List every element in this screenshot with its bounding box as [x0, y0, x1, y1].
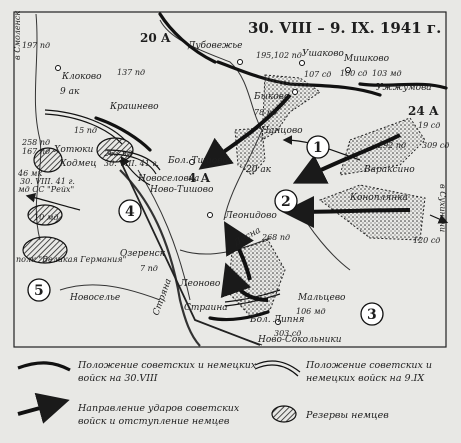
place-or-unit-label: Мальцево	[297, 293, 346, 303]
place-or-unit-label: Новоселье	[69, 293, 120, 303]
place-or-unit-label: полк "Великая Германия"	[16, 255, 126, 264]
legend-front-9-ix-l2: немецких войск на 9.IX	[306, 373, 425, 384]
legend: Положение советских и немецких войск на …	[17, 360, 432, 427]
place-or-unit-label: 120 сд	[413, 236, 440, 245]
place-or-unit-label: 258 пд	[21, 138, 50, 147]
place-or-unit-label: 4 А	[188, 171, 211, 185]
place-or-unit-label: 10 мд	[34, 213, 58, 222]
place-or-unit-label: Клоково	[61, 72, 102, 82]
operation-number: 5	[34, 283, 44, 299]
place-or-unit-label: Крашнево	[109, 102, 159, 112]
place-or-unit-label: 303 сд	[274, 329, 301, 338]
place-or-unit-label: мд СС "Рейх"	[18, 185, 74, 194]
place-or-unit-label: 24 А	[408, 104, 439, 118]
legend-symbol-front-30-viii	[17, 361, 71, 372]
place-or-unit-label: 46 мк	[17, 169, 42, 178]
place-or-unit-label: Чанцово	[262, 126, 303, 136]
place-or-unit-label: 263 пд	[103, 149, 132, 158]
place-or-unit-label: 30. VIII. 41 г.	[104, 159, 159, 168]
railway	[119, 159, 263, 346]
place-or-unit-label: Страина	[184, 303, 228, 313]
place-or-unit-label: Ходмец	[59, 159, 97, 169]
place-or-unit-label: Коноплянка	[349, 193, 408, 203]
operation-number: 3	[367, 307, 377, 323]
place-or-unit-label: 19 сд	[418, 121, 440, 130]
place-or-unit-label: 78 пд	[254, 108, 277, 117]
operation-number: 1	[313, 140, 323, 156]
map-title: 30. VIII – 9. IX. 1941 г.	[248, 19, 441, 37]
place-or-unit-label: в Сухиничи	[438, 184, 447, 232]
legend-front-9-ix-l1: Положение советских и	[305, 360, 432, 371]
legend-symbol-attack	[17, 392, 70, 424]
place-or-unit-label: 167 пд	[22, 147, 50, 156]
place-or-unit-label: 100 сд	[340, 69, 367, 78]
place-or-unit-label: 7 пд	[140, 264, 158, 273]
place-or-unit-label: 103 мд	[372, 69, 402, 78]
place-or-unit-label: 292 пд	[377, 141, 406, 150]
place-or-unit-label: Ново-Тишово	[149, 185, 214, 195]
place-or-unit-label: Ужжумова	[376, 83, 432, 93]
place-or-unit-label: 309 сд	[422, 141, 449, 150]
place-or-unit-label: 195,102 пд	[256, 51, 302, 60]
place-or-unit-label: 20 ак	[245, 165, 272, 175]
place-or-unit-label: Леонидово	[224, 211, 277, 221]
settlement-markers	[55, 59, 351, 325]
attack-arrows	[198, 93, 411, 302]
place-or-unit-label: Бол. Тишово	[167, 156, 228, 166]
place-or-unit-label: Новоселовка	[137, 174, 199, 184]
place-or-unit-label: 137 пд	[117, 68, 145, 77]
place-or-unit-label: 20 А	[140, 31, 171, 45]
place-or-unit-label: Озеренск	[120, 249, 166, 259]
legend-front-30-viii-l1: Положение советских и немецких	[77, 360, 257, 371]
place-or-unit-label: Дубовежье	[187, 40, 242, 51]
place-or-unit-label: Быково	[253, 92, 290, 102]
legend-front-30-viii-l2: войск на 30.VIII	[78, 373, 158, 384]
place-or-unit-label: 30. VIII. 41 г.	[20, 177, 75, 186]
place-or-unit-label: 9 ак	[60, 87, 80, 97]
legend-symbol-front-9-ix	[254, 360, 301, 373]
legend-attacks-l2: войск и отступление немцев	[78, 416, 230, 427]
place-or-unit-label: Бол. Липня	[249, 315, 305, 325]
place-or-unit-label: Ново-Сокольники	[257, 335, 342, 345]
operation-number: 4	[125, 204, 135, 220]
operation-markers	[27, 135, 384, 326]
place-or-unit-label: 268 пд	[261, 233, 290, 242]
place-or-unit-label: 106 мд	[296, 307, 326, 316]
place-or-unit-label: 197 пд	[22, 41, 50, 50]
place-or-unit-label: Ушаково	[302, 49, 344, 59]
german-reserves	[22, 137, 134, 264]
place-or-unit-label: Мишково	[343, 54, 390, 64]
place-or-unit-label: Хотюки	[53, 145, 94, 155]
place-or-unit-label: 107 сд	[304, 70, 331, 79]
operation-number: 2	[281, 194, 291, 210]
legend-symbol-reserves	[271, 405, 297, 423]
place-or-unit-label: 15 пд	[74, 126, 97, 135]
legend-reserves: Резервы немцев	[305, 410, 389, 421]
place-or-unit-label: Вараксино	[363, 165, 415, 175]
legend-attacks-l1: Направление ударов советских	[77, 403, 240, 414]
place-or-unit-label: в Смоленск	[13, 11, 22, 60]
place-or-unit-label: Леоново	[179, 279, 221, 289]
